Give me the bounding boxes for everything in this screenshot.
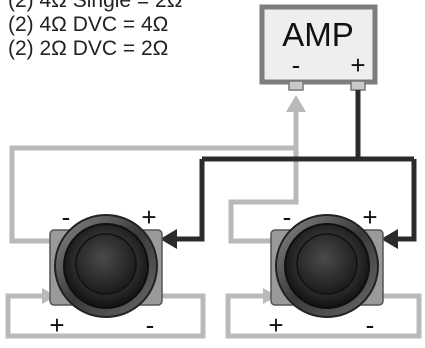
speaker-1-bottom-negative-label: - [146,310,155,340]
speaker-1-bottom-positive-label: + [49,310,64,340]
negative-wire-main [9,104,299,244]
speaker-2-jumper-arrowhead [263,288,277,304]
speaker-1-dust-cap [75,233,137,295]
speaker-1-positive-arrowhead [160,229,177,249]
speaker-2-dust-cap [296,233,358,295]
positive-wire-speaker-2 [396,159,417,242]
amplifier-negative-terminal [288,80,304,91]
negative-wire-speaker-2 [228,148,299,244]
legend-line-dvc-4ohm: (2) 4Ω DVC = 4Ω [8,13,169,36]
speaker-1-jumper-arrowhead [42,288,56,304]
legend-line-dvc-2ohm: (2) 2Ω DVC = 2Ω [8,37,169,60]
speaker-1: - + + - [49,202,163,340]
positive-wiring [175,90,417,242]
amplifier: AMP - + [259,4,378,91]
speaker-1-top-positive-label: + [141,202,156,232]
amplifier-label: AMP [282,16,354,53]
speaker-1-coil-jumper [5,293,206,339]
negative-wiring [5,104,422,339]
positive-wire-speaker-1 [175,159,205,242]
legend-line-single-4ohm: (2) 4Ω Single = 2Ω [8,0,183,12]
speaker-2-positive-arrowhead [381,229,398,249]
amplifier-positive-label: + [350,50,365,80]
speaker-2-top-negative-label: - [283,202,292,232]
speaker-1-top-negative-label: - [62,202,71,232]
speaker-2: - + + - [268,202,384,340]
speaker-2-top-positive-label: + [362,202,377,232]
impedance-legend: (2) 4Ω Single = 2Ω (2) 4Ω DVC = 4Ω (2) 2… [8,0,182,61]
amplifier-positive-terminal [350,80,366,91]
amplifier-box [259,4,378,85]
speaker-2-bottom-negative-label: - [366,310,375,340]
speaker-2-coil-jumper [225,293,422,339]
speaker-2-bottom-positive-label: + [268,310,283,340]
amplifier-negative-label: - [292,50,301,80]
negative-arrowhead-amp [286,95,306,112]
